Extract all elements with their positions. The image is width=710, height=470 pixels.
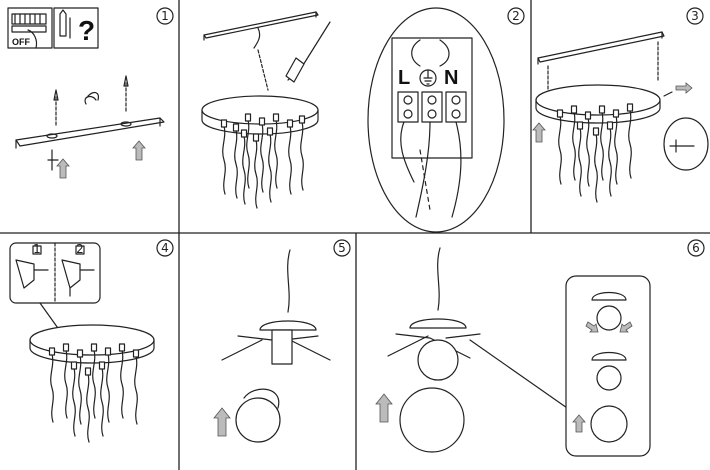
step-number-circle	[156, 7, 174, 25]
power-off-icon: OFF	[7, 7, 53, 49]
live-terminal-label: L	[398, 67, 410, 89]
step-3-panel: 3	[532, 7, 709, 203]
step-5-panel: 5	[213, 239, 351, 443]
hanging-wires	[48, 343, 140, 443]
step-1-panel: 1 OFF ?	[7, 7, 174, 179]
step-number-circle	[507, 7, 525, 25]
step-4-panel: 4 1 2	[9, 239, 174, 443]
tools-question-icon: ?	[53, 7, 99, 49]
step-number: 1	[161, 9, 169, 23]
hanging-wires	[556, 103, 634, 203]
step-2-terminal-detail: 2 L N	[367, 7, 525, 233]
step-number: 4	[161, 241, 169, 255]
step-number-circle	[333, 239, 351, 257]
screw-detail-inset	[663, 117, 709, 171]
inset-number: 1	[33, 242, 41, 256]
mounting-bar	[15, 75, 165, 179]
step-2-canopy	[201, 11, 331, 209]
glass-globe	[235, 397, 281, 443]
step-number: 2	[512, 9, 520, 23]
step-number-circle	[687, 239, 705, 257]
step-number: 6	[692, 241, 700, 255]
inset-number: 2	[76, 242, 84, 256]
terminal-block	[397, 91, 467, 123]
step-number-circle	[686, 7, 704, 25]
neutral-terminal-label: N	[444, 67, 458, 89]
glass-globe	[399, 387, 465, 453]
step-number: 5	[338, 241, 346, 255]
question-mark: ?	[78, 15, 95, 46]
step-number: 3	[691, 9, 699, 23]
off-label: OFF	[12, 37, 30, 47]
step-number-circle	[156, 239, 174, 257]
step-6-panel: 6	[375, 239, 705, 457]
hanging-wires	[220, 113, 306, 209]
